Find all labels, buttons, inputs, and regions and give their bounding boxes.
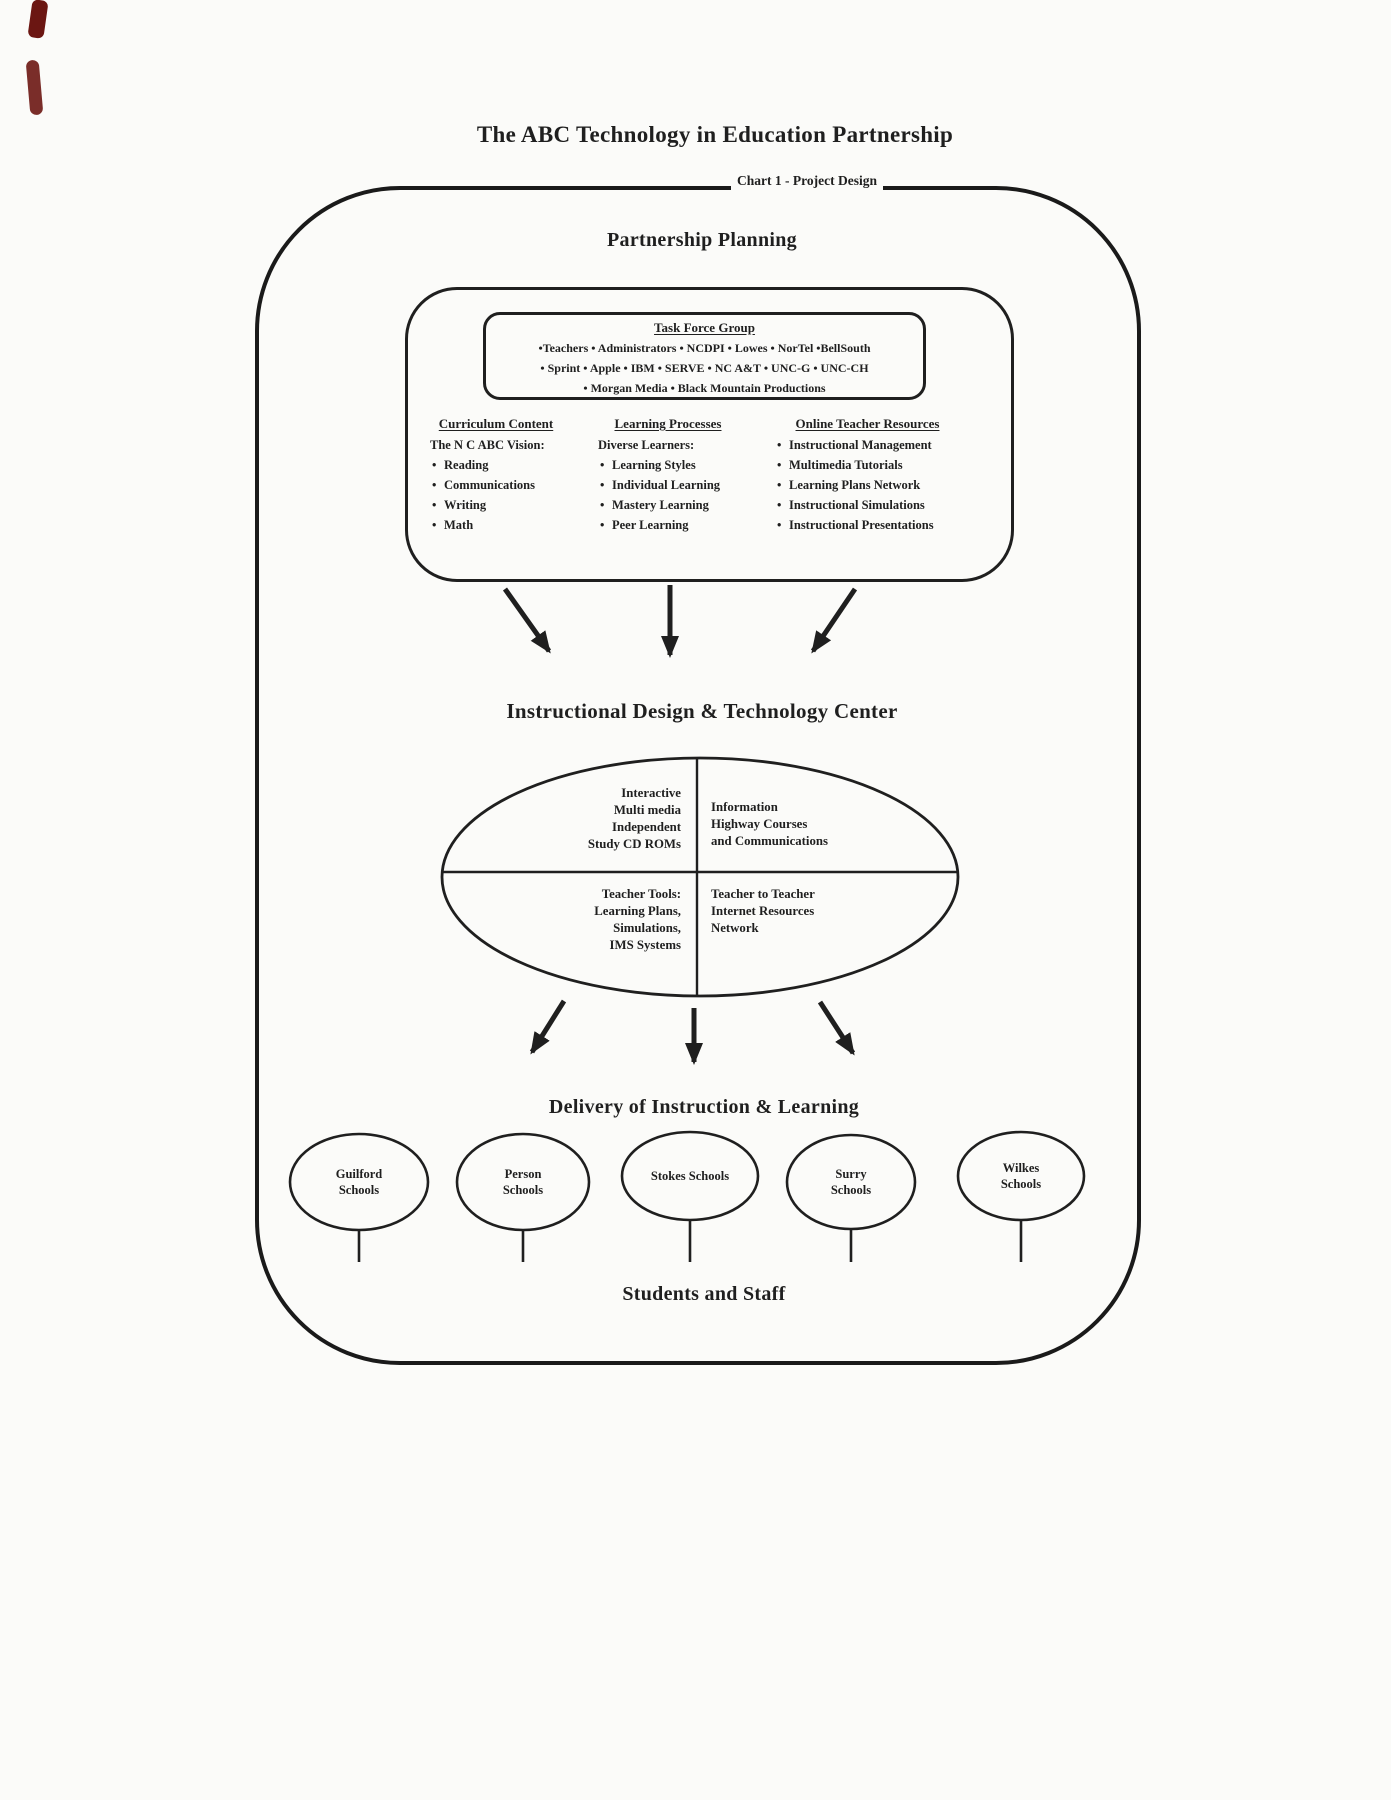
task-force-line: • Sprint • Apple • IBM • SERVE • NC A&T … — [540, 361, 869, 375]
task-force-heading: Task Force Group — [654, 320, 755, 335]
school-label-wilkes: Wilkes Schools — [1000, 1161, 1042, 1191]
scan-mark — [25, 59, 44, 116]
bullet-item: Math — [430, 515, 562, 535]
school-label-person: Person Schools — [502, 1167, 544, 1197]
column-subheading: Diverse Learners: — [598, 438, 695, 452]
center-heading: Instructional Design & Technology Center — [506, 699, 898, 723]
bullet-item: Communications — [430, 475, 562, 495]
chart-caption: Chart 1 - Project Design — [731, 170, 883, 191]
column-heading: Online Teacher Resources — [795, 416, 940, 431]
bullet-item: Learning Plans Network — [775, 475, 960, 495]
scan-mark — [27, 0, 49, 39]
bullet-item: Reading — [430, 455, 562, 475]
bullet-item: Multimedia Tutorials — [775, 455, 960, 475]
column-heading: Curriculum Content — [438, 416, 554, 431]
bullet-item: Peer Learning — [598, 515, 738, 535]
footer-label: Students and Staff — [622, 1283, 786, 1305]
task-force-panel: Task Force Group •Teachers • Administrat… — [483, 312, 926, 400]
bullet-item: Instructional Simulations — [775, 495, 960, 515]
bullet-item: Instructional Presentations — [775, 515, 960, 535]
quadrant-top-right: Information Highway Courses and Communic… — [711, 800, 828, 848]
school-label-guilford: Guilford Schools — [335, 1167, 383, 1197]
school-label-stokes: Stokes Schools — [650, 1169, 730, 1183]
planning-panel — [405, 287, 1014, 582]
task-force-line: •Teachers • Administrators • NCDPI • Low… — [538, 341, 871, 355]
processes-column: Learning Processes Diverse Learners: Lea… — [598, 414, 738, 535]
outer-frame — [255, 186, 1141, 1365]
curriculum-column: Curriculum Content The N C ABC Vision: R… — [430, 414, 562, 535]
quadrant-bottom-right: Teacher to Teacher Internet Resources Ne… — [711, 887, 815, 935]
bullet-item: Mastery Learning — [598, 495, 738, 515]
bullet-item: Learning Styles — [598, 455, 738, 475]
quadrant-bottom-left: Teacher Tools: Learning Plans, Simulatio… — [594, 887, 681, 952]
school-label-surry: Surry Schools — [830, 1167, 872, 1197]
bullet-item: Writing — [430, 495, 562, 515]
bullet-item: Individual Learning — [598, 475, 738, 495]
column-heading: Learning Processes — [614, 416, 722, 431]
page-title: The ABC Technology in Education Partners… — [476, 122, 954, 147]
column-subheading: The N C ABC Vision: — [430, 438, 545, 452]
task-force-line: • Morgan Media • Black Mountain Producti… — [583, 381, 826, 395]
resources-column: Online Teacher Resources Instructional M… — [775, 414, 960, 535]
delivery-heading: Delivery of Instruction & Learning — [548, 1096, 860, 1118]
planning-heading: Partnership Planning — [607, 229, 797, 251]
quadrant-top-left: Interactive Multi media Independent Stud… — [587, 786, 681, 851]
bullet-item: Instructional Management — [775, 435, 960, 455]
